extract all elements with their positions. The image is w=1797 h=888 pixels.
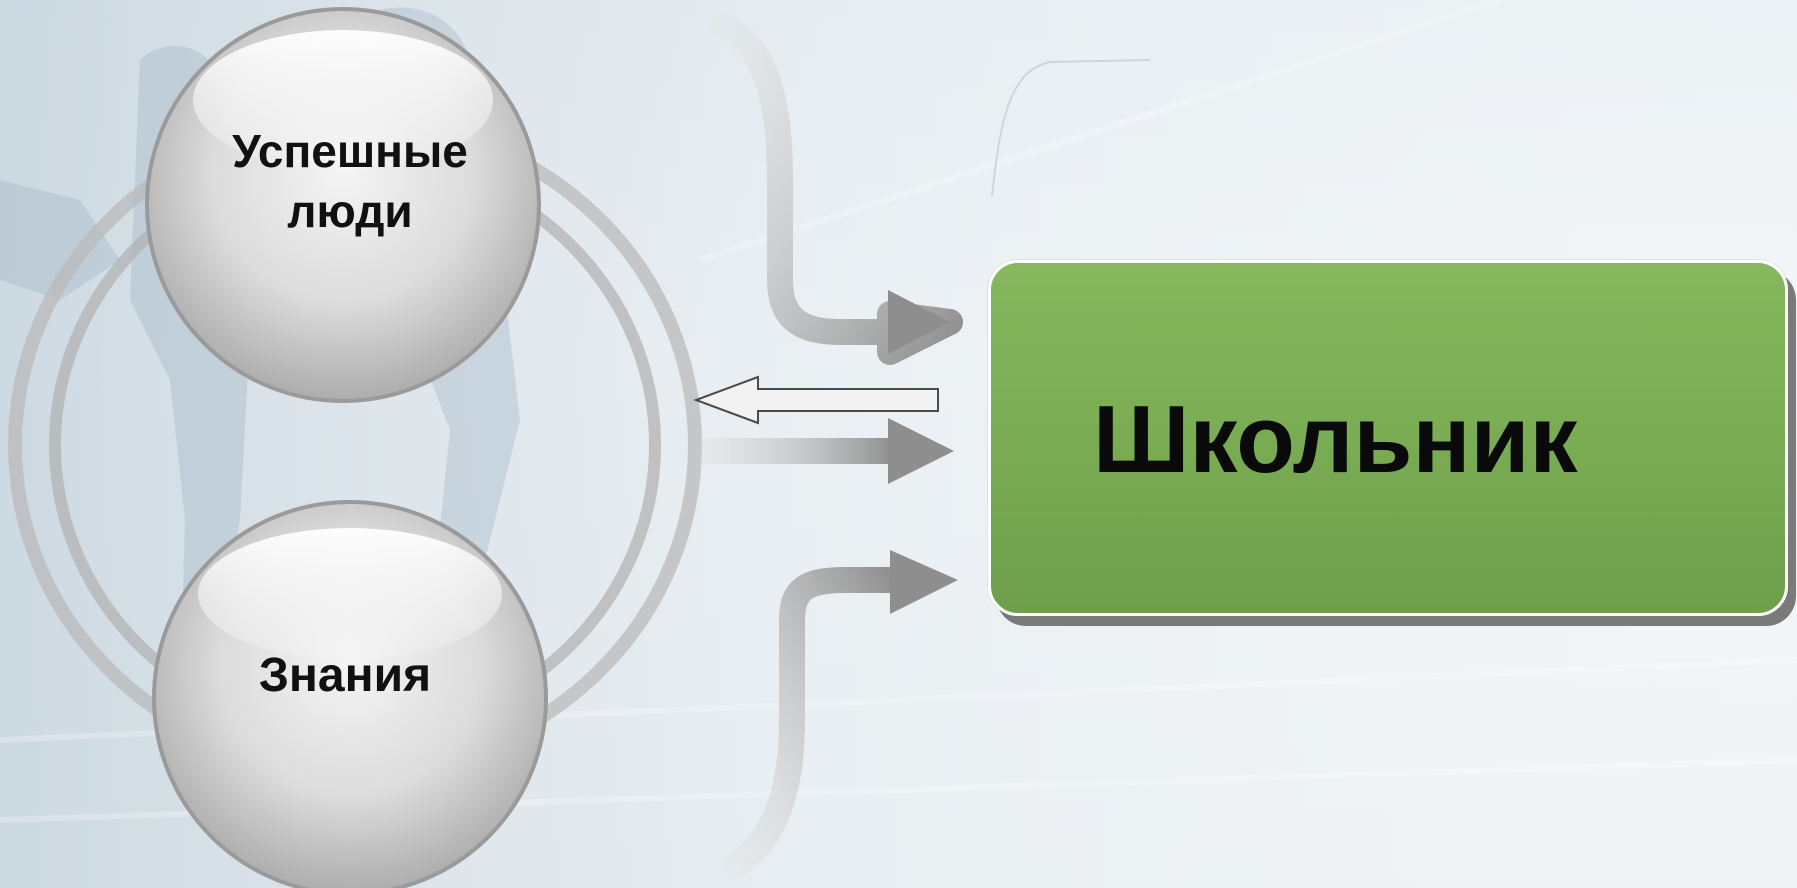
arrow-bottom-to-target [719, 550, 958, 882]
node-successful-people-line1: Успешные [232, 125, 468, 177]
target-node-label: Школьник [1093, 386, 1578, 493]
target-node-box [988, 260, 1788, 616]
node-knowledge-label: Знания [258, 649, 432, 702]
decorative-curve [991, 59, 1151, 197]
arrow-middle-to-target [700, 418, 954, 484]
sphere-bottom [152, 500, 548, 888]
node-knowledge: Знания [190, 645, 500, 707]
node-successful-people-line2: люди [287, 184, 413, 237]
node-successful-people: Успешные люди [195, 122, 505, 242]
sphere-top [145, 7, 541, 403]
arrow-back-to-cycle [693, 375, 939, 425]
arrow-top-to-target [707, 7, 963, 365]
